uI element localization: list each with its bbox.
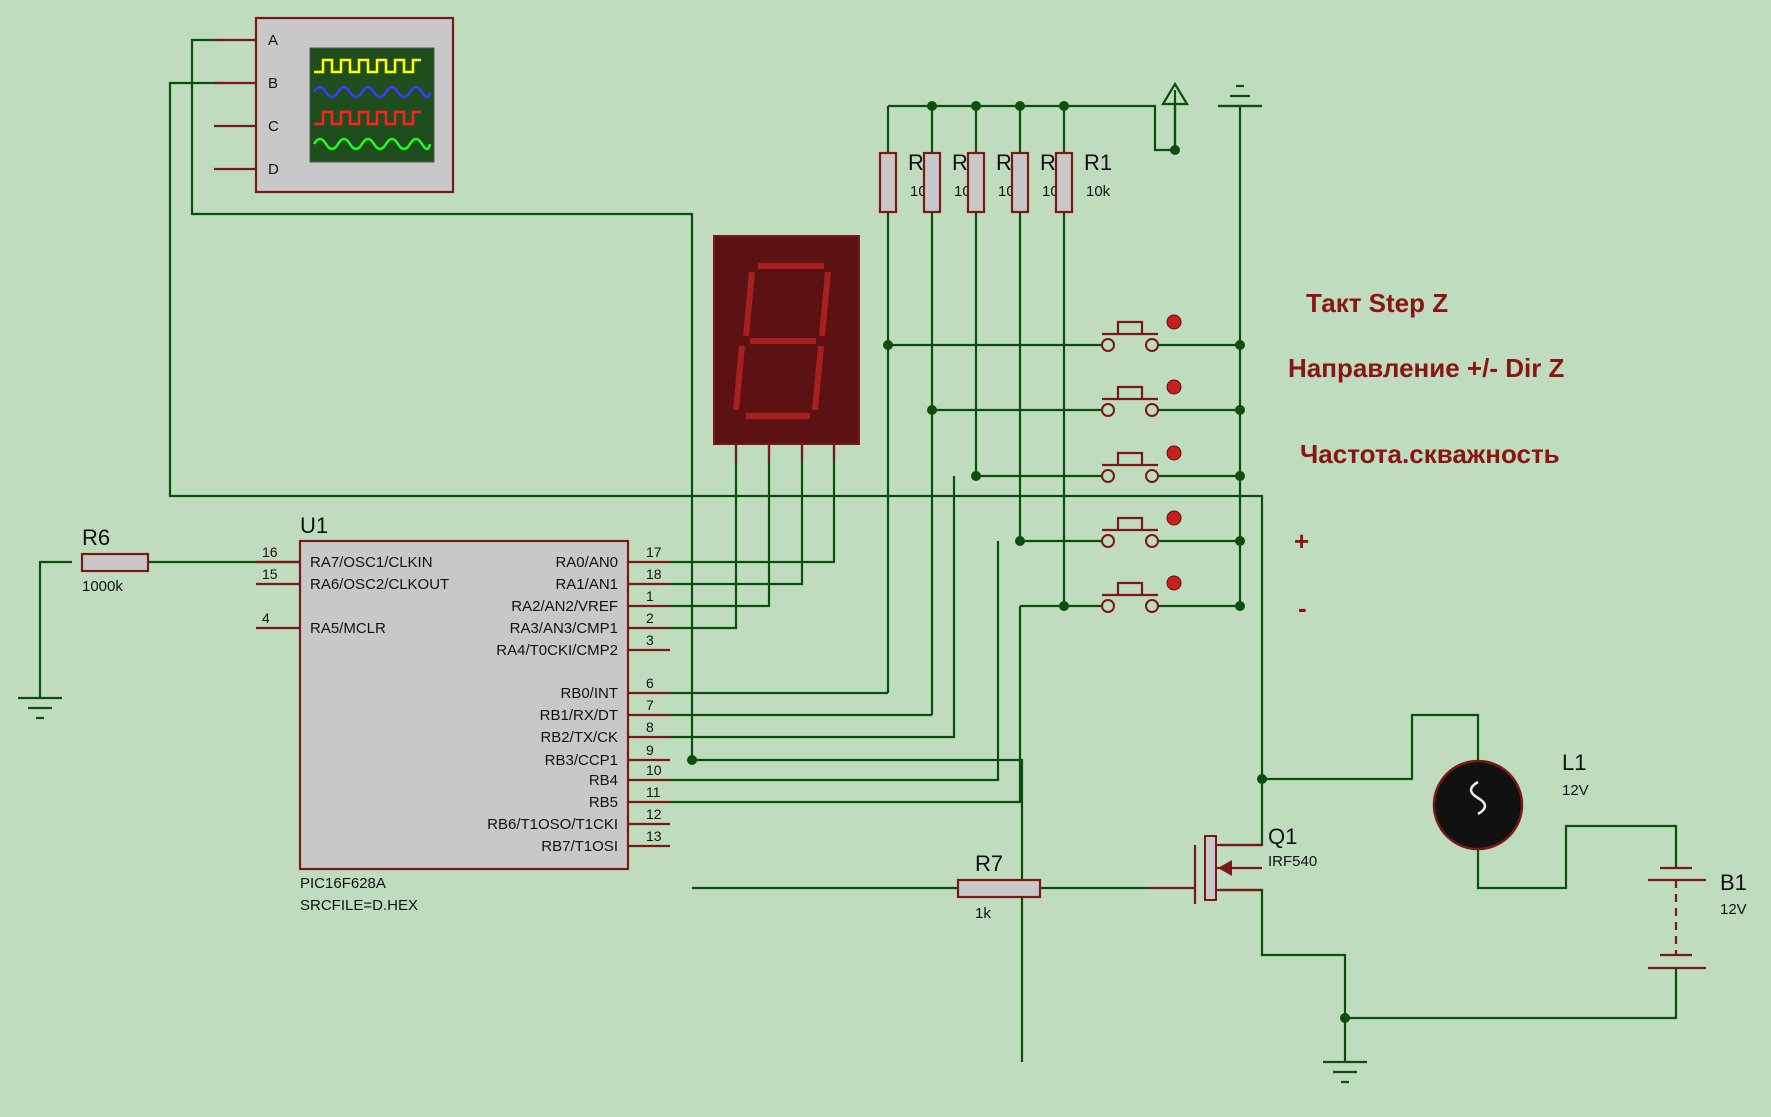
mcu-pin-number: 11 (646, 784, 661, 800)
trace-d (312, 137, 432, 151)
mcu-pin-name: RB5 (589, 794, 618, 811)
annotation-dir: Направление +/- Dir Z (1288, 353, 1565, 383)
mcu-pin-number: 6 (646, 675, 654, 691)
mcu-pin-number: 8 (646, 719, 654, 735)
mcu-pin-name: RB2/TX/CK (540, 729, 618, 746)
mcu-pin-number: 1 (646, 588, 654, 604)
mcu-pin-name: RA2/AN2/VREF (511, 598, 618, 615)
mosfet-arrow-icon (1218, 860, 1232, 876)
mcu-srcfile: SRCFILE=D.HEX (300, 897, 418, 914)
button-indicator-icon (1166, 575, 1182, 591)
display-digit-eight (733, 263, 831, 419)
button-step[interactable] (1101, 314, 1182, 352)
mcu-pin-name: RB0/INT (560, 685, 618, 702)
trace-c (314, 110, 421, 126)
annotation-step: Такт Step Z (1306, 288, 1448, 318)
lamp-filament-icon (1469, 780, 1487, 816)
l1-ref: L1 (1562, 750, 1586, 775)
mcu-pin-name: RB3/CCP1 (545, 752, 618, 769)
mcu-pin-name: RB4 (589, 772, 618, 789)
mcu-pin-name: RA0/AN0 (555, 554, 618, 571)
mcu-pin-number: 15 (262, 566, 278, 582)
channel-d-label: D (268, 161, 279, 178)
r7-ref: R7 (975, 851, 1003, 876)
trace-b (312, 85, 432, 99)
trace-a (314, 58, 421, 74)
mcu-pin-name: RA5/MCLR (310, 620, 386, 637)
mcu-pin-number: 9 (646, 742, 654, 758)
button-plus[interactable] (1101, 510, 1182, 548)
button-indicator-icon (1166, 445, 1182, 461)
resistor-r1[interactable]: R1 10k (1054, 150, 1112, 214)
mcu-pin-number: 18 (646, 566, 662, 582)
button-indicator-icon (1166, 314, 1182, 330)
mcu-part: PIC16F628A (300, 875, 386, 892)
mcu-ref: U1 (300, 513, 328, 538)
mcu-pin-name: RB6/T1OSO/T1CKI (487, 816, 618, 833)
ground-bottom-icon (1323, 1060, 1367, 1084)
mcu-pin-number: 10 (646, 762, 662, 778)
channel-c-label: C (268, 118, 279, 135)
button-freq[interactable] (1101, 445, 1182, 483)
junctions (687, 101, 1350, 1023)
mcu-pin-number: 4 (262, 610, 270, 626)
oscilloscope-screen (312, 58, 432, 151)
resistor-r7[interactable]: R7 1k (956, 851, 1042, 922)
microcontroller-u1[interactable]: U1 PIC16F628A SRCFILE=D.HEX 16RA7/OSC1/C… (256, 513, 670, 914)
q1-ref: Q1 (1268, 824, 1297, 849)
mcu-pin-number: 12 (646, 806, 662, 822)
b1-ref: B1 (1720, 870, 1747, 895)
r6-ref: R6 (82, 525, 110, 550)
mcu-pin-number: 17 (646, 544, 662, 560)
mcu-pin-name: RB1/RX/DT (540, 707, 618, 724)
resistor-r6[interactable]: R6 1000k (80, 525, 150, 595)
mcu-pin-name: RA1/AN1 (555, 576, 618, 593)
annotation-plus: + (1294, 526, 1309, 556)
annotation-freq: Частота.скважность (1300, 439, 1560, 469)
mcu-pin-name: RA4/T0CKI/CMP2 (496, 642, 618, 659)
r1-value: 10k (1086, 183, 1111, 200)
button-indicator-icon (1166, 510, 1182, 526)
q1-part: IRF540 (1268, 853, 1317, 870)
mcu-pin-number: 2 (646, 610, 654, 626)
mosfet-q1[interactable]: Q1 IRF540 (1148, 824, 1317, 904)
ground-left-icon (18, 696, 62, 720)
mcu-pin-number: 16 (262, 544, 278, 560)
power-terminal-icon (1161, 81, 1189, 150)
channel-b-label: B (268, 75, 278, 92)
annotation-minus: - (1298, 593, 1307, 623)
wires (38, 38, 1678, 1062)
button-minus[interactable] (1101, 575, 1182, 613)
oscilloscope[interactable]: A B C D (214, 16, 455, 194)
button-dir[interactable] (1101, 379, 1182, 417)
channel-a-label: A (268, 32, 278, 49)
lamp-l1[interactable]: L1 12V (1432, 750, 1589, 851)
r7-value: 1k (975, 905, 991, 922)
mcu-pin-number: 13 (646, 828, 662, 844)
b1-value: 12V (1720, 901, 1747, 918)
mcu-pin-name: RB7/T1OSI (541, 838, 618, 855)
mcu-pin-number: 3 (646, 632, 654, 648)
battery-b1[interactable]: B1 12V (1648, 866, 1747, 970)
button-indicator-icon (1166, 379, 1182, 395)
r6-value: 1000k (82, 578, 123, 595)
mcu-pin-name: RA3/AN3/CMP1 (510, 620, 618, 637)
top-ground-icon (1218, 84, 1262, 108)
mcu-pin-name: RA7/OSC1/CLKIN (310, 554, 433, 571)
mcu-pin-number: 7 (646, 697, 654, 713)
mcu-pin-name: RA6/OSC2/CLKOUT (310, 576, 449, 593)
l1-value: 12V (1562, 782, 1589, 799)
seven-segment-display[interactable] (713, 235, 860, 462)
r1-ref: R1 (1084, 150, 1112, 175)
